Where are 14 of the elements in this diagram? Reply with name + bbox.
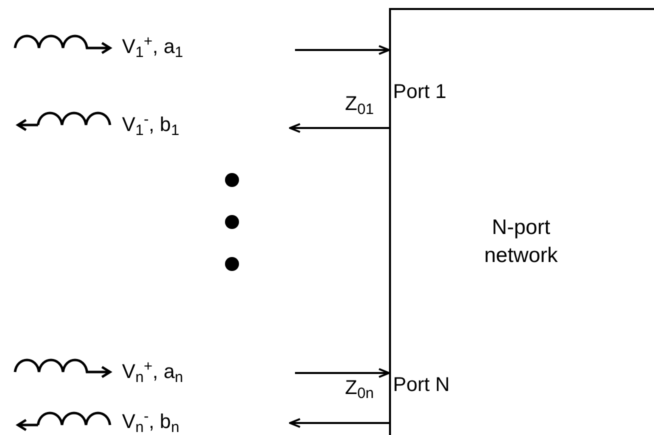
- impedance-label: Z$_{0n}$: [345, 376, 374, 400]
- arrow: [295, 45, 390, 55]
- arrow: [295, 368, 390, 378]
- signal-label: V$_{1}$$^{-}$, b$_{1}$: [122, 113, 180, 137]
- impedance-label: Z$_{01}$: [345, 92, 374, 116]
- network-label: N-port network: [483, 215, 559, 269]
- port-label: Port N: [393, 373, 450, 397]
- network-box: [389, 8, 654, 435]
- arrow: [289, 418, 389, 428]
- port-label: Port 1: [393, 80, 446, 104]
- signal-label: V$_{n}$$^{-}$, b$_{n}$: [122, 410, 180, 434]
- arrow: [289, 123, 389, 133]
- signal-label: V$_{n}$$^{+}$, a$_{n}$: [122, 360, 184, 384]
- signal-label: V$_{1}$$^{+}$, a$_{1}$: [122, 35, 184, 59]
